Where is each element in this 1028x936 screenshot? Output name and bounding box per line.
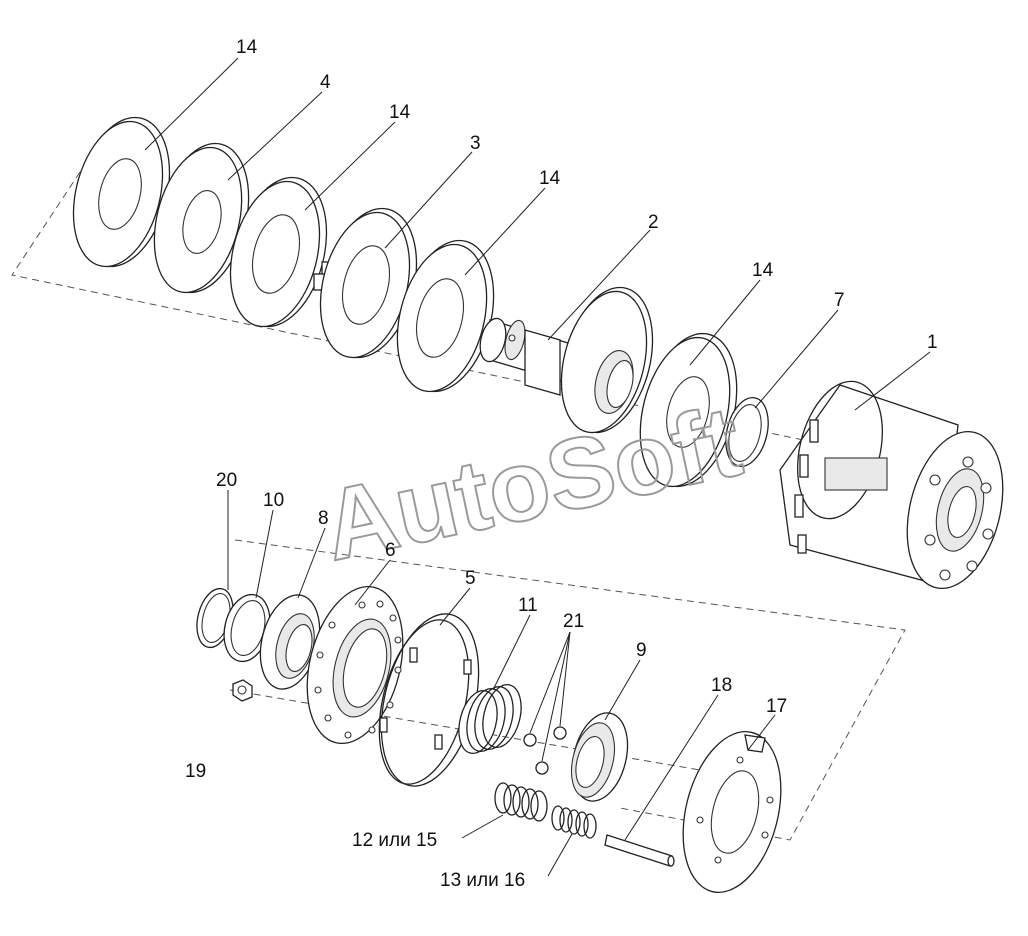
ring-10 [223,593,271,663]
callout-10: 10 [263,490,284,511]
drum-1 [779,380,1004,590]
friction-disc-14a [72,116,171,268]
callout-19: 19 [185,761,206,782]
callout-4: 4 [320,72,331,93]
balls-21 [523,726,567,775]
callout-8: 8 [318,508,329,529]
callout-12-or-15: 12 или 15 [352,830,437,851]
pressure-plate-6 [306,585,404,745]
nut-19 [232,679,253,702]
callout-6: 6 [385,540,396,561]
friction-disc-14b [229,176,328,328]
ring-7 [725,397,769,467]
callout-7: 7 [834,290,845,311]
callout-14: 14 [236,37,258,58]
steel-disc-4 [153,142,250,294]
callout-20: 20 [216,470,237,491]
cover-plate-17 [682,731,782,893]
spring-13-16 [551,805,597,839]
callout-17: 17 [766,696,787,717]
coil-spring-11 [458,683,522,755]
callout-14: 14 [752,260,774,281]
watermark-text: AutoSoft [314,385,750,582]
pin-18 [604,834,675,867]
hub-2 [479,286,654,434]
callout-9: 9 [636,640,647,661]
callout-18: 18 [711,675,732,696]
friction-disc-14d [639,332,738,488]
friction-disc-14c [396,239,495,393]
callout-3: 3 [470,133,481,154]
callout-1: 1 [927,332,938,353]
spring-12-15 [494,782,548,822]
bushing-9 [570,712,629,802]
leader-lines [144,57,931,877]
steel-disc-3 [313,207,418,359]
callout-2: 2 [648,212,659,233]
callout-5: 5 [465,568,476,589]
callout-14: 14 [389,102,411,123]
callout-21: 21 [563,611,584,632]
callout-14: 14 [539,168,561,189]
callout-13-or-16: 13 или 16 [440,870,525,891]
callout-11: 11 [518,595,538,616]
seal-8 [259,594,321,690]
